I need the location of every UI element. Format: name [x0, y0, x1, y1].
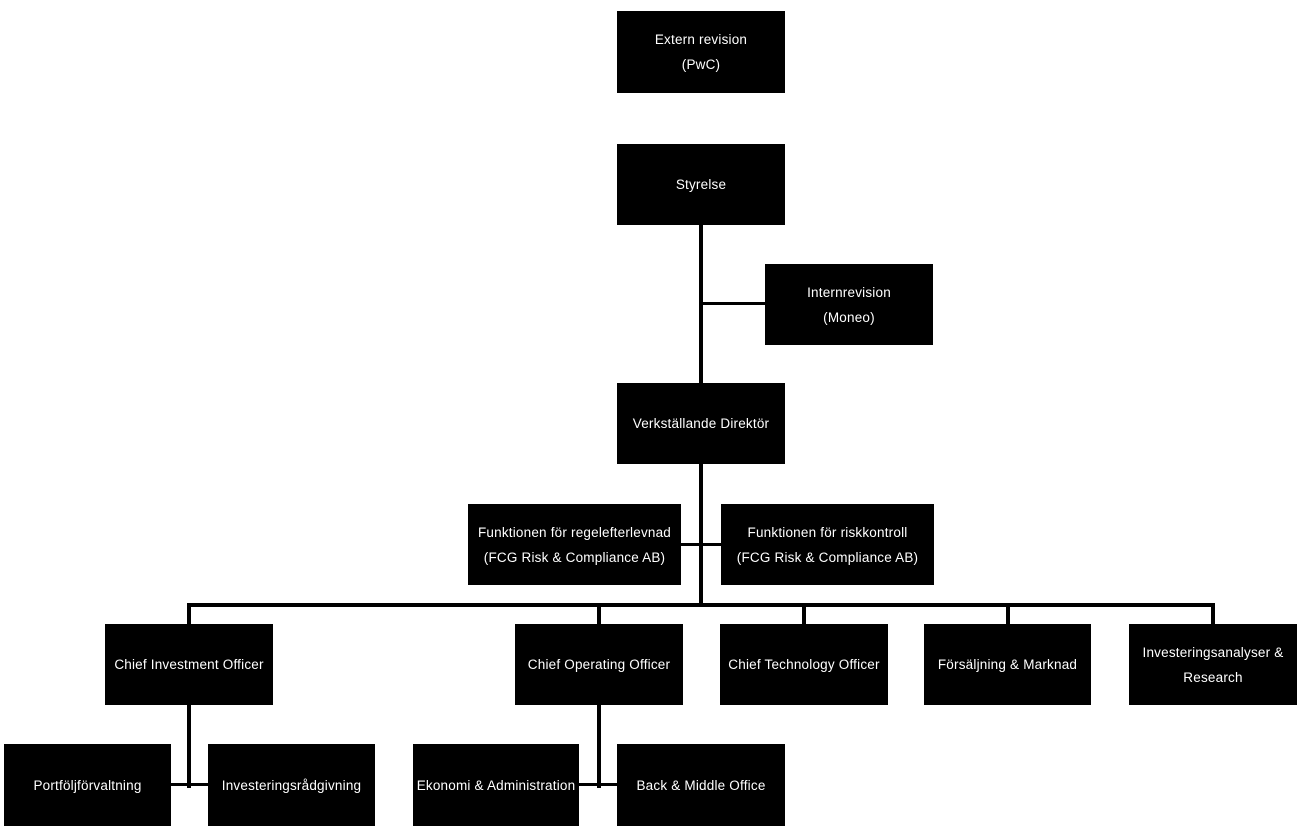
connector-drop-forsaljning — [1006, 603, 1010, 624]
node-label: Internrevision — [807, 284, 891, 300]
node-chief-investment-officer: Chief Investment Officer — [105, 624, 273, 705]
connector-drop-coo — [597, 603, 601, 624]
connector-drop-cio — [187, 603, 191, 624]
node-back-middle-office: Back & Middle Office — [617, 744, 785, 826]
node-sublabel: Research — [1183, 669, 1243, 685]
node-styrelse: Styrelse — [617, 144, 785, 225]
node-chief-technology-officer: Chief Technology Officer — [720, 624, 888, 705]
node-ekonomi-administration: Ekonomi & Administration — [413, 744, 579, 826]
node-investeringsradgivning: Investeringsrådgivning — [208, 744, 375, 826]
connector-drop-investeringsanalyser — [1211, 603, 1215, 624]
node-label: Ekonomi & Administration — [416, 777, 576, 793]
node-label: Back & Middle Office — [636, 777, 766, 793]
node-label: Chief Operating Officer — [527, 657, 671, 672]
node-internrevision: Internrevision (Moneo) — [765, 264, 933, 345]
node-sublabel: (FCG Risk & Compliance AB) — [736, 549, 919, 565]
connector-coo-to-subordinates — [597, 705, 601, 788]
node-funktionen-regelefterlevnad: Funktionen för regelefterlevnad (FCG Ris… — [468, 504, 681, 585]
node-label: Investeringsanalyser & — [1142, 644, 1284, 660]
connector-drop-cto — [802, 603, 806, 624]
node-label: Chief Technology Officer — [728, 657, 880, 672]
node-label: Chief Investment Officer — [114, 657, 264, 672]
node-label: Funktionen för regelefterlevnad — [477, 524, 672, 540]
connector-funktionen-boxes — [681, 543, 721, 546]
node-label: Funktionen för riskkontroll — [747, 524, 908, 540]
node-sublabel: (PwC) — [681, 57, 721, 72]
connector-vd-to-bus — [699, 464, 703, 607]
node-extern-revision: Extern revision (PwC) — [617, 11, 785, 93]
connector-to-internrevision — [701, 302, 765, 305]
node-label: Portföljförvaltning — [33, 777, 142, 793]
node-sublabel: (Moneo) — [823, 309, 875, 325]
connector-horizontal-bus — [187, 603, 1215, 607]
node-portfoljforvaltning: Portföljförvaltning — [4, 744, 171, 826]
node-funktionen-riskkontroll: Funktionen för riskkontroll (FCG Risk & … — [721, 504, 934, 585]
node-chief-operating-officer: Chief Operating Officer — [515, 624, 683, 705]
connector-ekonomi-backoffice — [579, 783, 617, 786]
node-label: Investeringsrådgivning — [221, 777, 362, 793]
node-label: Försäljning & Marknad — [937, 657, 1078, 672]
node-label: Extern revision — [654, 32, 748, 47]
node-sublabel: (FCG Risk & Compliance AB) — [483, 549, 666, 565]
connector-cio-to-subordinates — [187, 705, 191, 788]
node-label: Styrelse — [675, 177, 727, 192]
connector-portfolj-radgivning — [171, 783, 208, 786]
node-forsaljning-marknad: Försäljning & Marknad — [924, 624, 1091, 705]
node-label: Verkställande Direktör — [632, 416, 770, 431]
node-verkstallande-direktor: Verkställande Direktör — [617, 383, 785, 464]
node-investeringsanalyser-research: Investeringsanalyser & Research — [1129, 624, 1297, 705]
